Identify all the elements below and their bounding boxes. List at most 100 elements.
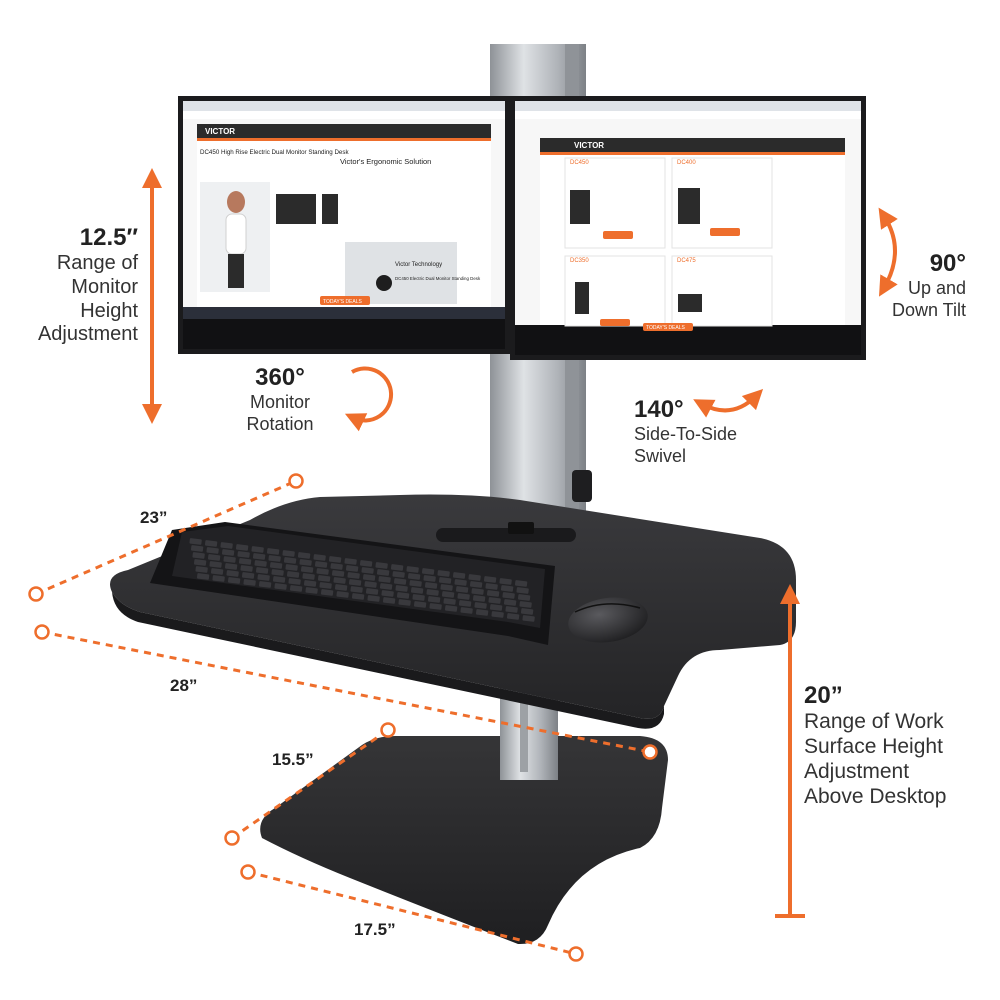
keyboard-key <box>381 590 394 597</box>
keyboard-key <box>269 562 283 569</box>
keyboard-key <box>333 577 346 584</box>
keyboard-key <box>520 608 534 615</box>
keyboard-key <box>486 590 500 597</box>
keyboard-key <box>421 568 435 575</box>
keyboard-key <box>316 568 329 575</box>
keyboard-key <box>485 583 498 590</box>
keyboard-key <box>189 538 202 545</box>
keyboard-key <box>441 591 455 598</box>
keyboard-key <box>345 565 359 572</box>
right-product-2: DC400 <box>677 160 696 166</box>
right-product-4: DC475 <box>677 258 696 264</box>
swivel-label: 140° Side-To-Side Swivel <box>634 396 764 467</box>
keyboard-key <box>320 589 334 596</box>
keyboard-key <box>238 558 252 565</box>
keyboard-key <box>347 572 360 579</box>
monitor-height-line1: Range of <box>56 252 138 275</box>
keyboard-key <box>376 569 390 576</box>
keyboard-key <box>227 577 241 584</box>
rotation-line1: Monitor <box>249 392 311 413</box>
keyboard-key <box>443 598 456 605</box>
keyboard-key <box>390 564 404 571</box>
keyboard-key <box>392 571 405 578</box>
right-monitor <box>510 96 866 360</box>
keyboard-key <box>460 607 473 614</box>
keyboard-key <box>190 545 204 552</box>
keyboard-key <box>300 566 314 573</box>
keyboard-key <box>517 594 531 601</box>
keyboard-key <box>237 551 250 558</box>
depth-dimension-line <box>35 479 297 596</box>
keyboard-key <box>502 592 515 599</box>
keyboard-key <box>235 544 249 551</box>
monitor-height-label: 12.5″ Range of Monitor Height Adjustment <box>20 224 138 347</box>
left-subheading: Victor's Ergonomic Solution <box>340 157 431 166</box>
keyboard-key <box>288 578 301 585</box>
keyboard-key <box>503 599 517 606</box>
keyboard-key <box>438 577 452 584</box>
keyboard-key <box>393 578 407 585</box>
keyboard-key <box>505 606 518 613</box>
keyboard-key <box>350 586 363 593</box>
keyboard-key <box>224 563 238 570</box>
keyboard-key <box>257 574 270 581</box>
keyboard-key <box>334 584 348 591</box>
left-video-caption: DC450 Electric Dual Monitor Standing Des… <box>395 276 481 281</box>
keyboard-key <box>472 595 486 602</box>
keyboard-key <box>458 600 472 607</box>
swivel-value: 140° <box>634 396 684 423</box>
swivel-line2: Swivel <box>634 445 687 466</box>
keyboard-key <box>413 601 427 608</box>
keyboard-key <box>379 583 393 590</box>
tilt-line1: Up and <box>907 278 966 299</box>
keyboard-key <box>266 548 280 555</box>
keyboard-key <box>424 582 438 589</box>
keyboard-key <box>351 593 365 600</box>
keyboard-key <box>364 581 377 588</box>
keyboard-key <box>243 579 256 586</box>
swivel-line1: Side-To-Side <box>634 424 738 445</box>
keyboard-key <box>444 605 458 612</box>
keyboard-key <box>491 611 504 618</box>
keyboard-key <box>330 563 343 570</box>
keyboard-key <box>396 592 410 599</box>
rotation-arrow <box>344 366 394 432</box>
monitor-height-line2: Monitor <box>71 275 138 298</box>
keyboard-key <box>359 560 373 567</box>
width-label: 28” <box>170 676 198 695</box>
keyboard-key <box>522 615 535 622</box>
keyboard-key <box>223 556 236 563</box>
keyboard-key <box>506 613 520 620</box>
keyboard-key <box>240 565 253 572</box>
left-heading: DC450 High Rise Electric Dual Monitor St… <box>200 149 349 156</box>
desk-base <box>260 736 668 945</box>
keyboard-key <box>429 603 442 610</box>
keyboard-key <box>241 572 255 579</box>
keyboard-key <box>286 571 300 578</box>
keyboard-key <box>251 546 264 553</box>
keyboard-key <box>212 575 225 582</box>
keyboard-key <box>258 581 272 588</box>
keyboard-key <box>331 570 345 577</box>
keyboard-key <box>319 582 332 589</box>
left-brand: VICTOR <box>205 127 235 136</box>
keyboard-key <box>254 560 267 567</box>
keyboard-key <box>362 574 376 581</box>
keyboard-key <box>314 561 328 568</box>
left-monitor <box>178 96 510 354</box>
keyboard-key <box>423 575 436 582</box>
keyboard-key <box>336 591 349 598</box>
keyboard-key <box>365 588 379 595</box>
right-cta: TODAY'S DEALS <box>646 325 686 331</box>
keyboard-key <box>328 556 342 563</box>
keyboard-key <box>344 558 357 565</box>
right-product-3: DC350 <box>570 258 589 264</box>
keyboard-key <box>193 559 207 566</box>
keyboard-key <box>475 609 489 616</box>
keyboard-key <box>303 580 317 587</box>
rotation-value: 360° <box>255 364 305 391</box>
keyboard-key <box>255 567 269 574</box>
keyboard-key <box>519 601 532 608</box>
monitor-height-value: 12.5″ <box>79 224 138 251</box>
